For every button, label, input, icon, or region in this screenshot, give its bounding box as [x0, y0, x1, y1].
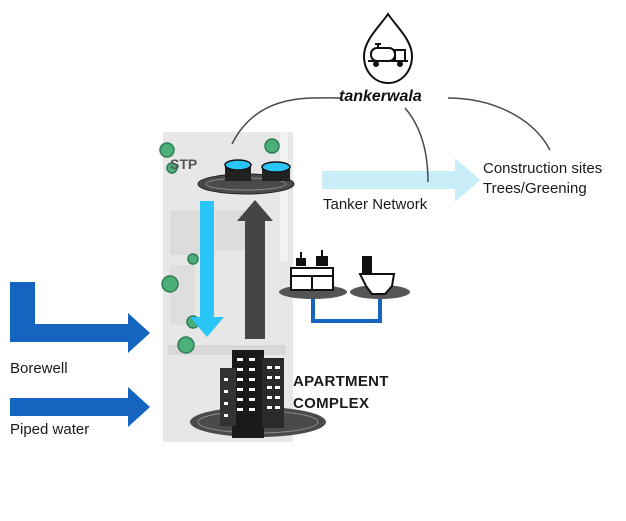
tree-icon — [161, 275, 179, 293]
stp-label: STP — [170, 156, 198, 172]
tanker-network-label: Tanker Network — [323, 196, 428, 213]
water-drop-tanker-icon — [362, 12, 414, 85]
tree-icons — [159, 138, 280, 354]
kitchen-icon — [290, 250, 334, 291]
piped-water-arrow — [10, 387, 150, 427]
tanker-network-arrow — [322, 158, 480, 202]
tankerwala-links — [231, 97, 551, 183]
apartment-label-line2: COMPLEX — [293, 395, 370, 412]
apartment-label-line1: APARTMENT — [293, 373, 389, 390]
tree-icon — [187, 253, 199, 265]
tankerwala-brand: tankerwala — [339, 88, 422, 105]
piped-water-label: Piped water — [10, 421, 90, 438]
tree-icon — [264, 138, 280, 154]
tree-icon — [159, 142, 175, 158]
trees-greening-label: Trees/Greening — [483, 180, 587, 197]
treated-water-arrow — [190, 201, 224, 337]
tree-icon — [166, 162, 178, 174]
apartment-building-icon — [190, 350, 326, 438]
tree-icon — [177, 336, 195, 354]
toilet-icon — [358, 256, 396, 295]
wastewater-arrow — [237, 200, 273, 339]
stp-tank-icon — [197, 159, 295, 195]
construction-sites-label: Construction sites — [483, 160, 603, 177]
borewell-arrow — [10, 282, 150, 353]
borewell-label: Borewell — [10, 360, 68, 377]
